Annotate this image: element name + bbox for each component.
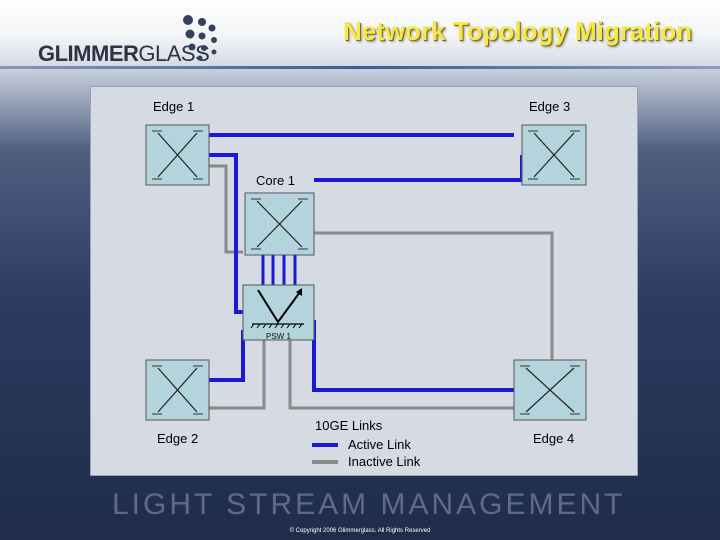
label-psw1: PSW 1 [266, 332, 291, 341]
label-edge1: Edge 1 [153, 99, 195, 114]
logo-dots-icon [183, 15, 217, 61]
active-link-edge1-psw1 [209, 153, 243, 314]
switch-core1 [244, 192, 315, 256]
inactive-links [209, 164, 554, 410]
active-link-psw1-edge4 [312, 320, 514, 392]
active-link-edge3-core1 [314, 155, 524, 182]
active-link-psw1-edge2 [209, 330, 245, 382]
label-edge4: Edge 4 [533, 431, 575, 446]
header-band [0, 0, 720, 68]
footer-watermark: LIGHT STREAM MANAGEMENT [112, 488, 626, 521]
inactive-link-psw1-edge2 [209, 340, 266, 410]
legend-inactive-label: Inactive Link [348, 454, 421, 469]
switch-psw1 [242, 284, 315, 341]
slide-title: Network Topology Migration [342, 16, 692, 46]
header-divider [0, 66, 720, 69]
switch-edge4 [513, 359, 587, 421]
logo-text-bold: GLIMMER [38, 41, 139, 66]
inactive-link-core1-edge4 [314, 231, 554, 360]
label-edge3: Edge 3 [529, 99, 571, 114]
logo-text-light: GLASS [138, 41, 210, 66]
company-logo-wordmark: GLIMMERGLASS [38, 41, 210, 67]
switch-edge2 [145, 359, 210, 421]
label-core1: Core 1 [256, 173, 296, 188]
legend-active-label: Active Link [348, 437, 411, 452]
switch-edge3 [521, 124, 587, 186]
switch-edge1 [145, 124, 210, 186]
label-edge2: Edge 2 [157, 431, 199, 446]
inactive-link-psw1-edge4 [288, 340, 514, 410]
legend-title: 10GE Links [315, 418, 383, 433]
core-psw-fibers [261, 255, 297, 285]
footer-copyright: © Copyright 2006 Glimmerglass. All Right… [289, 528, 431, 534]
